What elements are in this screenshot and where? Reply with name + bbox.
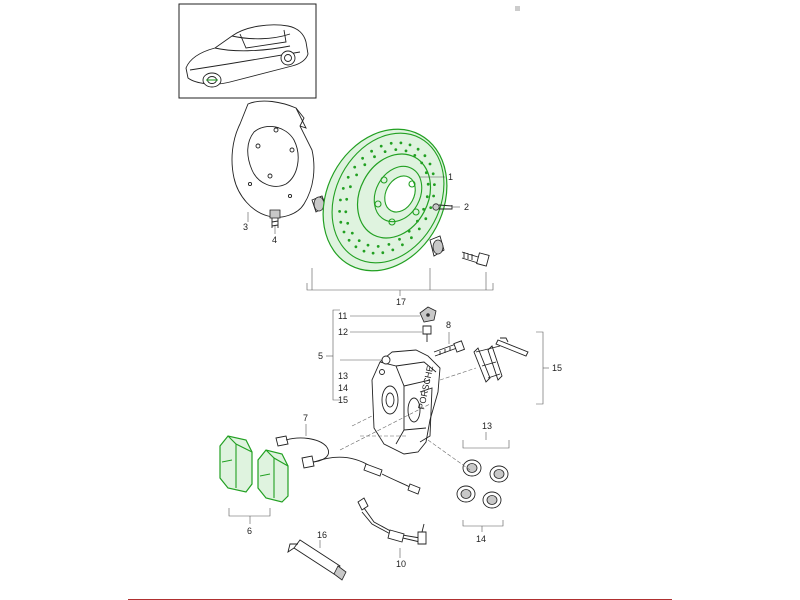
disc-hole — [420, 161, 424, 165]
disc-hole — [404, 149, 408, 153]
label-caliper-group-15: 15 — [338, 395, 348, 405]
caliper-spring-clips[interactable] — [473, 337, 529, 383]
spacer-right[interactable] — [429, 235, 445, 257]
disc-hole — [394, 148, 398, 152]
disc-hole — [383, 150, 387, 154]
disc-hole — [346, 221, 350, 225]
disc-hole — [357, 239, 361, 243]
pad-wear-sensor[interactable] — [275, 435, 421, 495]
label-caliper-group-13: 13 — [338, 371, 348, 381]
brake-caliper[interactable]: PORSCHE — [371, 349, 441, 455]
disc-hole — [339, 198, 342, 202]
brake-line[interactable] — [357, 497, 427, 545]
label-bleed-cap: 11 — [338, 311, 347, 321]
disc-hole — [339, 220, 343, 224]
disc-hole — [362, 249, 366, 253]
cover-plate[interactable] — [231, 100, 315, 218]
disc-hole — [423, 154, 427, 158]
disc-hole — [371, 251, 375, 255]
disc-hole — [416, 147, 420, 151]
disc-hole — [366, 243, 370, 247]
disc-hole — [408, 143, 412, 147]
disc-hole — [424, 217, 428, 221]
disc-hole — [379, 144, 383, 148]
wheel-bolt[interactable] — [461, 251, 490, 267]
label-caliper-group-14: 14 — [338, 383, 348, 393]
disc-hole — [432, 194, 435, 198]
disc-hole — [350, 231, 354, 235]
bleed-cap[interactable] — [419, 306, 437, 323]
disc-hole — [363, 163, 367, 167]
disc-hole — [417, 227, 421, 231]
disc-hole — [429, 206, 433, 210]
disc-hole — [398, 237, 401, 241]
disc-hole — [344, 210, 348, 214]
disc-hole — [381, 251, 385, 255]
disc-hole — [407, 229, 411, 233]
disc-hole — [338, 210, 341, 213]
disc-hole — [389, 141, 393, 145]
label-disc-assembly: 17 — [396, 297, 406, 307]
disc-hole — [431, 172, 435, 176]
label-piston-seals: 13 — [482, 421, 492, 431]
label-cover-screw: 4 — [272, 235, 277, 245]
disc-hole — [341, 187, 345, 190]
label-caliper: 5 — [318, 351, 323, 361]
disc-hole — [410, 236, 413, 240]
disc-hole — [422, 207, 425, 211]
label-caliper-bolt: 8 — [446, 320, 451, 330]
assembly-lines — [339, 367, 477, 471]
piston-seal-set[interactable] — [456, 459, 509, 509]
label-disc-screw: 2 — [464, 202, 469, 212]
label-spring-clips: 15 — [552, 363, 562, 373]
label-cover-plate: 3 — [243, 222, 248, 232]
disc-hole — [342, 230, 346, 234]
label-grease-tube: 16 — [317, 530, 327, 540]
callout-labels: 1 2 3 4 17 11 12 8 5 13 14 15 15 7 13 6 … — [243, 172, 562, 569]
disc-hole — [425, 195, 429, 199]
bleed-valve[interactable] — [422, 325, 432, 342]
disc-hole — [355, 173, 358, 177]
disc-hole — [426, 182, 430, 186]
disc-hole — [433, 183, 436, 187]
disc-hole — [370, 149, 373, 153]
label-piston-kit: 14 — [476, 534, 486, 544]
caliper-bolt[interactable] — [433, 340, 466, 357]
label-bleed-valve: 12 — [338, 327, 348, 337]
disc-hole — [346, 175, 350, 179]
disc-cross-drill-holes — [338, 141, 436, 255]
brake-pad-inner[interactable] — [219, 435, 253, 493]
disc-hole — [361, 156, 364, 160]
brake-pad-outer[interactable] — [257, 449, 289, 503]
disc-hole — [387, 243, 391, 246]
car-thumbnail[interactable] — [178, 3, 317, 99]
disc-screw[interactable] — [432, 203, 453, 211]
label-disc: 1 — [448, 172, 453, 182]
label-brake-line: 10 — [396, 559, 406, 569]
disc-hole — [353, 165, 357, 169]
label-pads: 6 — [247, 526, 252, 536]
cover-plate-screw[interactable] — [269, 209, 281, 228]
disc-hole — [401, 243, 404, 247]
disc-hole — [416, 219, 419, 223]
corner-mark — [515, 6, 520, 11]
disc-hole — [373, 155, 376, 159]
disc-hole — [345, 197, 349, 201]
disc-hole — [347, 238, 351, 242]
disc-hole — [399, 141, 403, 145]
disc-hole — [428, 162, 432, 166]
brake-disc[interactable] — [299, 107, 471, 292]
label-wear-sensor: 7 — [303, 413, 308, 423]
disc-hole — [354, 245, 358, 249]
disc-hole — [376, 245, 380, 248]
grease-tube[interactable] — [287, 539, 347, 581]
disc-hole — [349, 185, 352, 189]
disc-hole — [424, 171, 428, 175]
leader-lines — [228, 176, 549, 558]
disc-hole — [391, 248, 395, 252]
disc-hole — [413, 154, 417, 157]
